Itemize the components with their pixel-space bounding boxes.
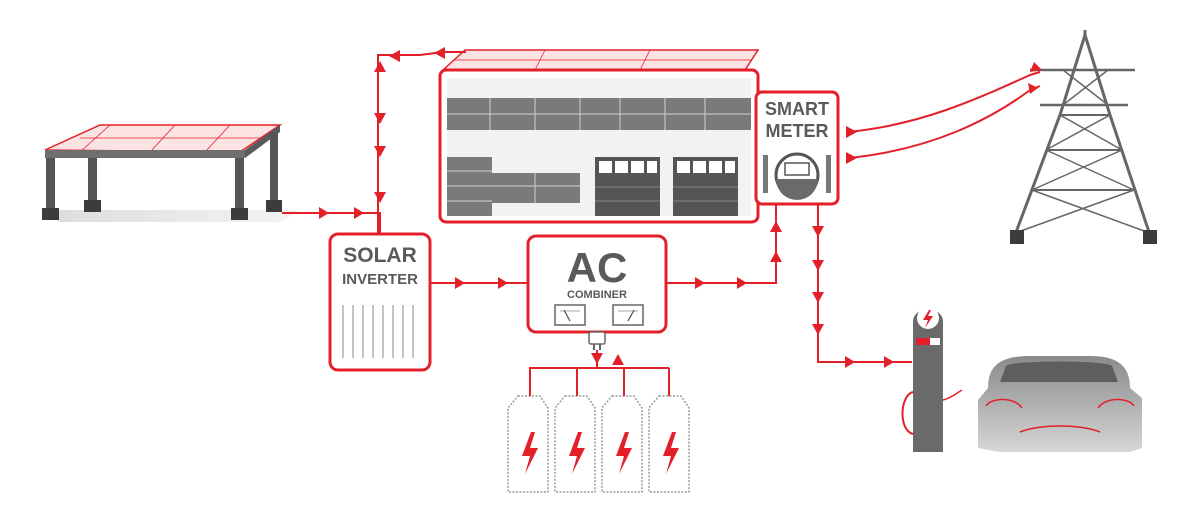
ac-combiner-label-main: AC bbox=[567, 244, 628, 291]
ac-combiner: AC COMBINER bbox=[526, 234, 668, 350]
gauge-right-icon bbox=[612, 304, 644, 326]
garage-door-left bbox=[595, 157, 660, 216]
battery-bank-icon bbox=[507, 395, 690, 493]
battery-1 bbox=[507, 395, 549, 493]
battery-2 bbox=[554, 395, 596, 493]
solar-inverter-label-1: SOLAR bbox=[343, 244, 417, 267]
house-window-strip bbox=[447, 98, 751, 130]
house-with-solar-roof-icon bbox=[438, 49, 760, 224]
ac-combiner-label-sub: COMBINER bbox=[567, 289, 627, 301]
solar-carport-icon bbox=[40, 124, 300, 222]
electric-car-icon bbox=[978, 356, 1142, 452]
smart-meter-label-2: METER bbox=[766, 121, 829, 141]
meter-dial-icon bbox=[763, 152, 831, 200]
smart-meter: SMART METER bbox=[754, 90, 840, 206]
transmission-tower-icon bbox=[1010, 29, 1157, 244]
garage-door-right bbox=[673, 157, 738, 216]
combiner-connector-icon bbox=[588, 331, 606, 350]
battery-3 bbox=[601, 395, 643, 493]
ev-charger-icon bbox=[901, 307, 963, 452]
inverter-vent-lines bbox=[342, 305, 414, 358]
flow-arrows bbox=[319, 47, 1042, 368]
solar-inverter: SOLAR INVERTER bbox=[328, 232, 432, 372]
battery-4 bbox=[648, 395, 690, 493]
gauge-left-icon bbox=[554, 304, 586, 326]
solar-inverter-label-2: INVERTER bbox=[342, 271, 418, 288]
house-stair-blocks bbox=[447, 157, 580, 216]
smart-meter-label-1: SMART bbox=[765, 99, 829, 119]
